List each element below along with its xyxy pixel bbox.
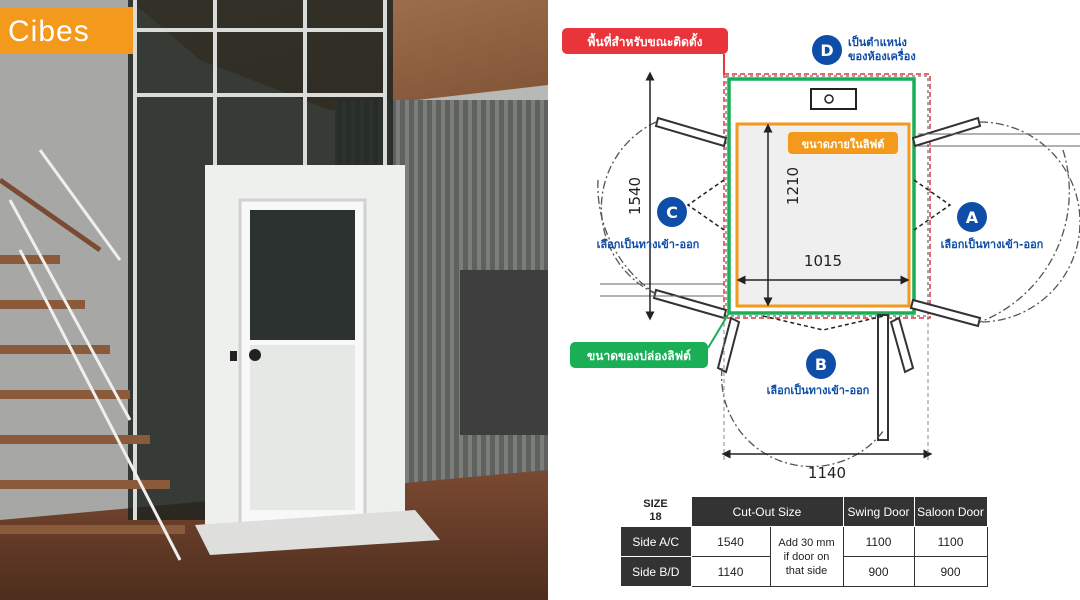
- badge-a: [957, 202, 987, 232]
- row-label-ac: Side A/C: [620, 526, 692, 557]
- badge-d: [812, 35, 842, 65]
- header-swing: Swing Door: [842, 496, 915, 527]
- spec-table: SIZE 18 Cut-Out Size Swing Door Saloon D…: [620, 496, 988, 587]
- entry-label-c: เลือกเป็นทางเข้า-ออก: [597, 237, 700, 251]
- svg-text:D: D: [820, 41, 833, 60]
- shaft-size-label: ขนาดของปล่องลิฟต์: [587, 349, 691, 363]
- header-saloon: Saloon Door: [913, 496, 988, 527]
- entry-label-a: เลือกเป็นทางเข้า-ออก: [941, 237, 1044, 251]
- badge-c: [657, 197, 687, 227]
- install-area-badge: [562, 28, 728, 54]
- cutout-bd: 1140: [690, 556, 771, 587]
- dim-1140: 1140: [808, 464, 846, 482]
- logo-badge: Cibes: [0, 7, 133, 54]
- dim-1015: 1015: [804, 252, 842, 270]
- size-label: SIZE 18: [620, 496, 691, 527]
- svg-text:B: B: [815, 355, 827, 374]
- inner-size-badge: [788, 132, 898, 154]
- row-label-bd: Side B/D: [620, 556, 692, 587]
- dim-1540: 1540: [626, 177, 644, 215]
- shaft-diagram: 1540 1210 1015 1140 พื้นที่สำหรับขณะติดต…: [562, 28, 1080, 482]
- svg-text:A: A: [966, 208, 979, 227]
- shaft-size-badge: [570, 342, 708, 368]
- inner-size-label: ขนาดภายในลิฟต์: [802, 137, 885, 151]
- badge-b: [806, 349, 836, 379]
- cibes-logo: Cibes: [8, 15, 90, 48]
- shaft-outline: [727, 77, 916, 315]
- cutout-ac: 1540: [690, 526, 771, 557]
- d-label-line2: ของห้องเครื่อง: [848, 48, 916, 63]
- cutout-note: Add 30 mm if door on that side: [769, 526, 844, 587]
- d-label-line1: เป็นตำแหน่ง: [848, 35, 907, 49]
- entry-label-b: เลือกเป็นทางเข้า-ออก: [767, 383, 870, 397]
- saloon-bd: 900: [913, 556, 988, 587]
- header-cutout: Cut-Out Size: [690, 496, 844, 527]
- swing-bd: 900: [842, 556, 915, 587]
- tv-screen: [460, 270, 548, 435]
- install-area-outline: [723, 73, 931, 319]
- elevator-photo: [0, 0, 548, 600]
- install-area-label: พื้นที่สำหรับขณะติดตั้ง: [587, 32, 702, 49]
- swing-ac: 1100: [842, 526, 915, 557]
- dim-1210: 1210: [784, 167, 802, 205]
- saloon-ac: 1100: [913, 526, 988, 557]
- svg-text:C: C: [666, 203, 678, 222]
